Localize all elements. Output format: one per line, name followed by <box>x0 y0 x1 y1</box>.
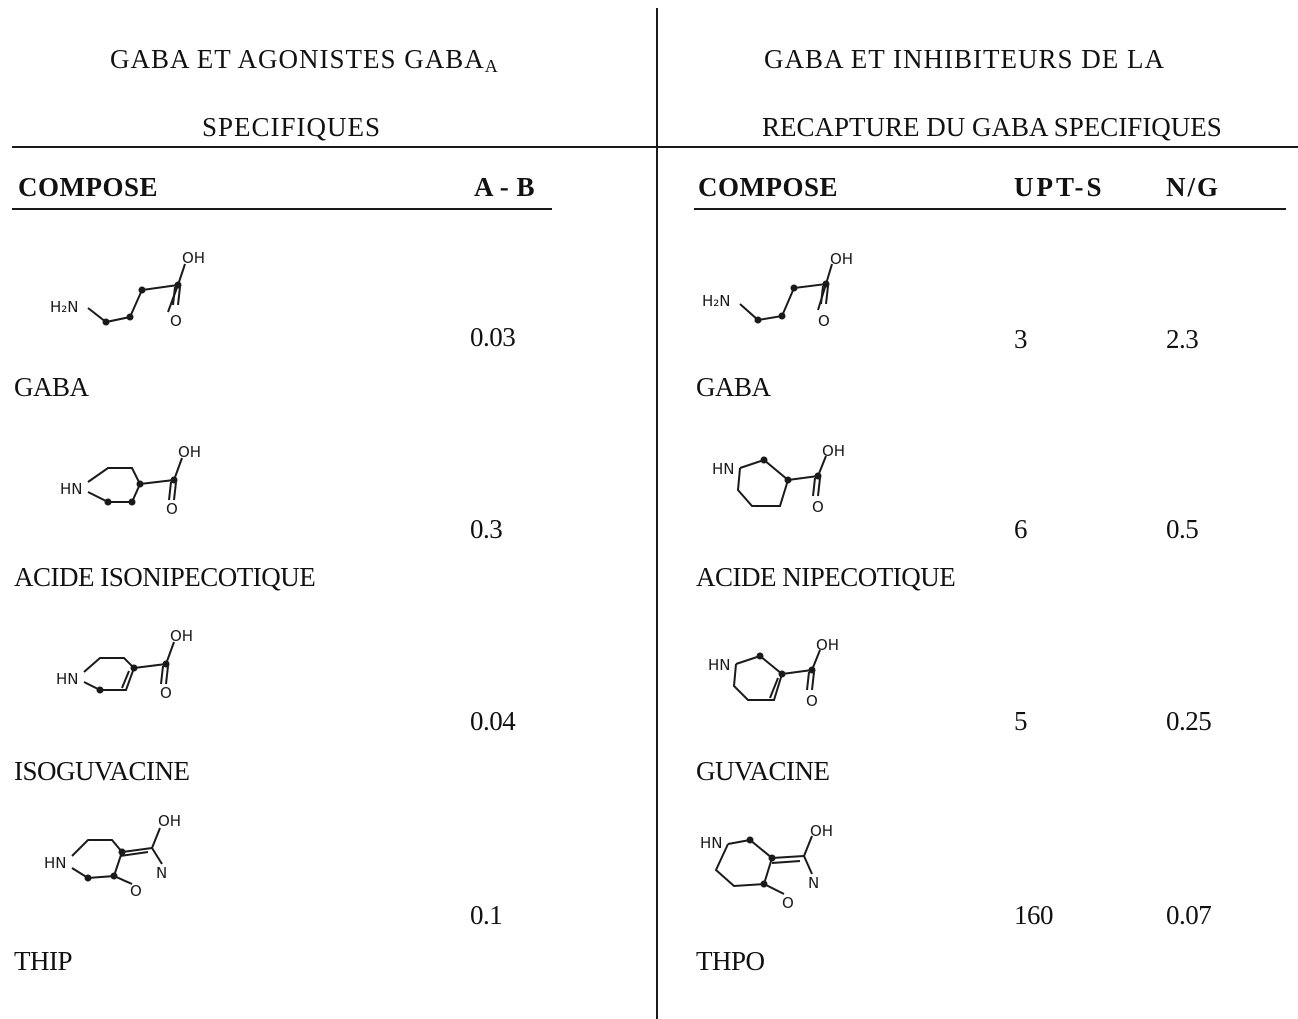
gaba-structure-left: H₂N OH O <box>50 249 205 330</box>
svg-text:OH: OH <box>816 636 839 654</box>
left-row3-value: 0.04 <box>470 706 516 736</box>
svg-text:OH: OH <box>178 443 201 461</box>
right-title-line1: GABA ET INHIBITEURS DE LA <box>764 44 1165 74</box>
right-col-compose: COMPOSE <box>698 172 839 202</box>
svg-text:O: O <box>160 684 172 702</box>
right-col-ng: N/G <box>1166 172 1221 202</box>
right-column-header-rule <box>694 208 1286 210</box>
svg-text:O: O <box>130 882 142 900</box>
header-rule <box>12 146 1298 148</box>
right-row4-ng: 0.07 <box>1166 900 1212 930</box>
isonipecotic-acid-structure: HN OH O <box>60 443 201 518</box>
right-row4-upt: 160 <box>1014 900 1054 930</box>
svg-text:O: O <box>782 894 794 912</box>
svg-text:O: O <box>812 498 824 516</box>
left-row1-value: 0.03 <box>470 322 516 352</box>
svg-text:OH: OH <box>822 442 845 460</box>
right-row4-name: THPO <box>696 946 765 976</box>
right-row3-upt: 5 <box>1014 706 1028 736</box>
left-title-subscript: A <box>484 56 498 76</box>
right-row1-name: GABA <box>696 372 771 402</box>
center-divider <box>656 8 658 1019</box>
svg-text:OH: OH <box>830 250 853 268</box>
nipecotic-acid-structure: HN OH O <box>712 442 845 516</box>
left-row2-value: 0.3 <box>470 514 503 544</box>
right-row2-name: ACIDE NIPECOTIQUE <box>696 562 956 592</box>
left-column-header-rule <box>12 208 552 210</box>
left-col-compose: COMPOSE <box>18 172 159 202</box>
svg-text:HN: HN <box>712 460 735 478</box>
left-row3-name: ISOGUVACINE <box>14 756 190 786</box>
svg-text:O: O <box>818 312 830 330</box>
left-row2-name: ACIDE ISONIPECOTIQUE <box>14 562 316 592</box>
right-title-line2: RECAPTURE DU GABA SPECIFIQUES <box>762 112 1222 142</box>
thip-structure: HN OH O N <box>44 812 181 900</box>
thpo-structure: HN OH O N <box>700 822 833 912</box>
h2n-label: H₂N <box>50 298 79 316</box>
svg-text:HN: HN <box>60 480 83 498</box>
svg-text:H₂N: H₂N <box>702 292 731 310</box>
right-row2-ng: 0.5 <box>1166 514 1199 544</box>
svg-text:OH: OH <box>182 249 205 267</box>
svg-text:N: N <box>156 864 167 882</box>
svg-text:HN: HN <box>44 854 67 872</box>
svg-text:OH: OH <box>158 812 181 830</box>
gaba-structure-right: H₂N OH O <box>702 250 853 330</box>
svg-text:O: O <box>170 312 182 330</box>
svg-text:OH: OH <box>810 822 833 840</box>
svg-text:O: O <box>806 692 818 710</box>
left-title-line1: GABA ET AGONISTES GABAA <box>110 44 498 76</box>
right-col-upt: UPT-S <box>1014 172 1105 202</box>
svg-text:HN: HN <box>708 656 731 674</box>
right-row2-upt: 6 <box>1014 514 1028 544</box>
right-row3-name: GUVACINE <box>696 756 830 786</box>
left-col-ab: A - B <box>474 172 536 202</box>
svg-text:HN: HN <box>700 834 723 852</box>
svg-text:HN: HN <box>56 670 79 688</box>
guvacine-structure: HN OH O <box>708 636 839 710</box>
right-row1-ng: 2.3 <box>1166 324 1199 354</box>
svg-text:OH: OH <box>170 627 193 645</box>
right-row3-ng: 0.25 <box>1166 706 1212 736</box>
svg-text:O: O <box>166 500 178 518</box>
left-row1-name: GABA <box>14 372 89 402</box>
left-row4-name: THIP <box>14 946 73 976</box>
isoguvacine-structure: HN OH O <box>56 627 193 702</box>
left-row4-value: 0.1 <box>470 900 503 930</box>
left-title-line2: SPECIFIQUES <box>202 112 382 142</box>
right-row1-upt: 3 <box>1014 324 1028 354</box>
svg-text:N: N <box>808 874 819 892</box>
